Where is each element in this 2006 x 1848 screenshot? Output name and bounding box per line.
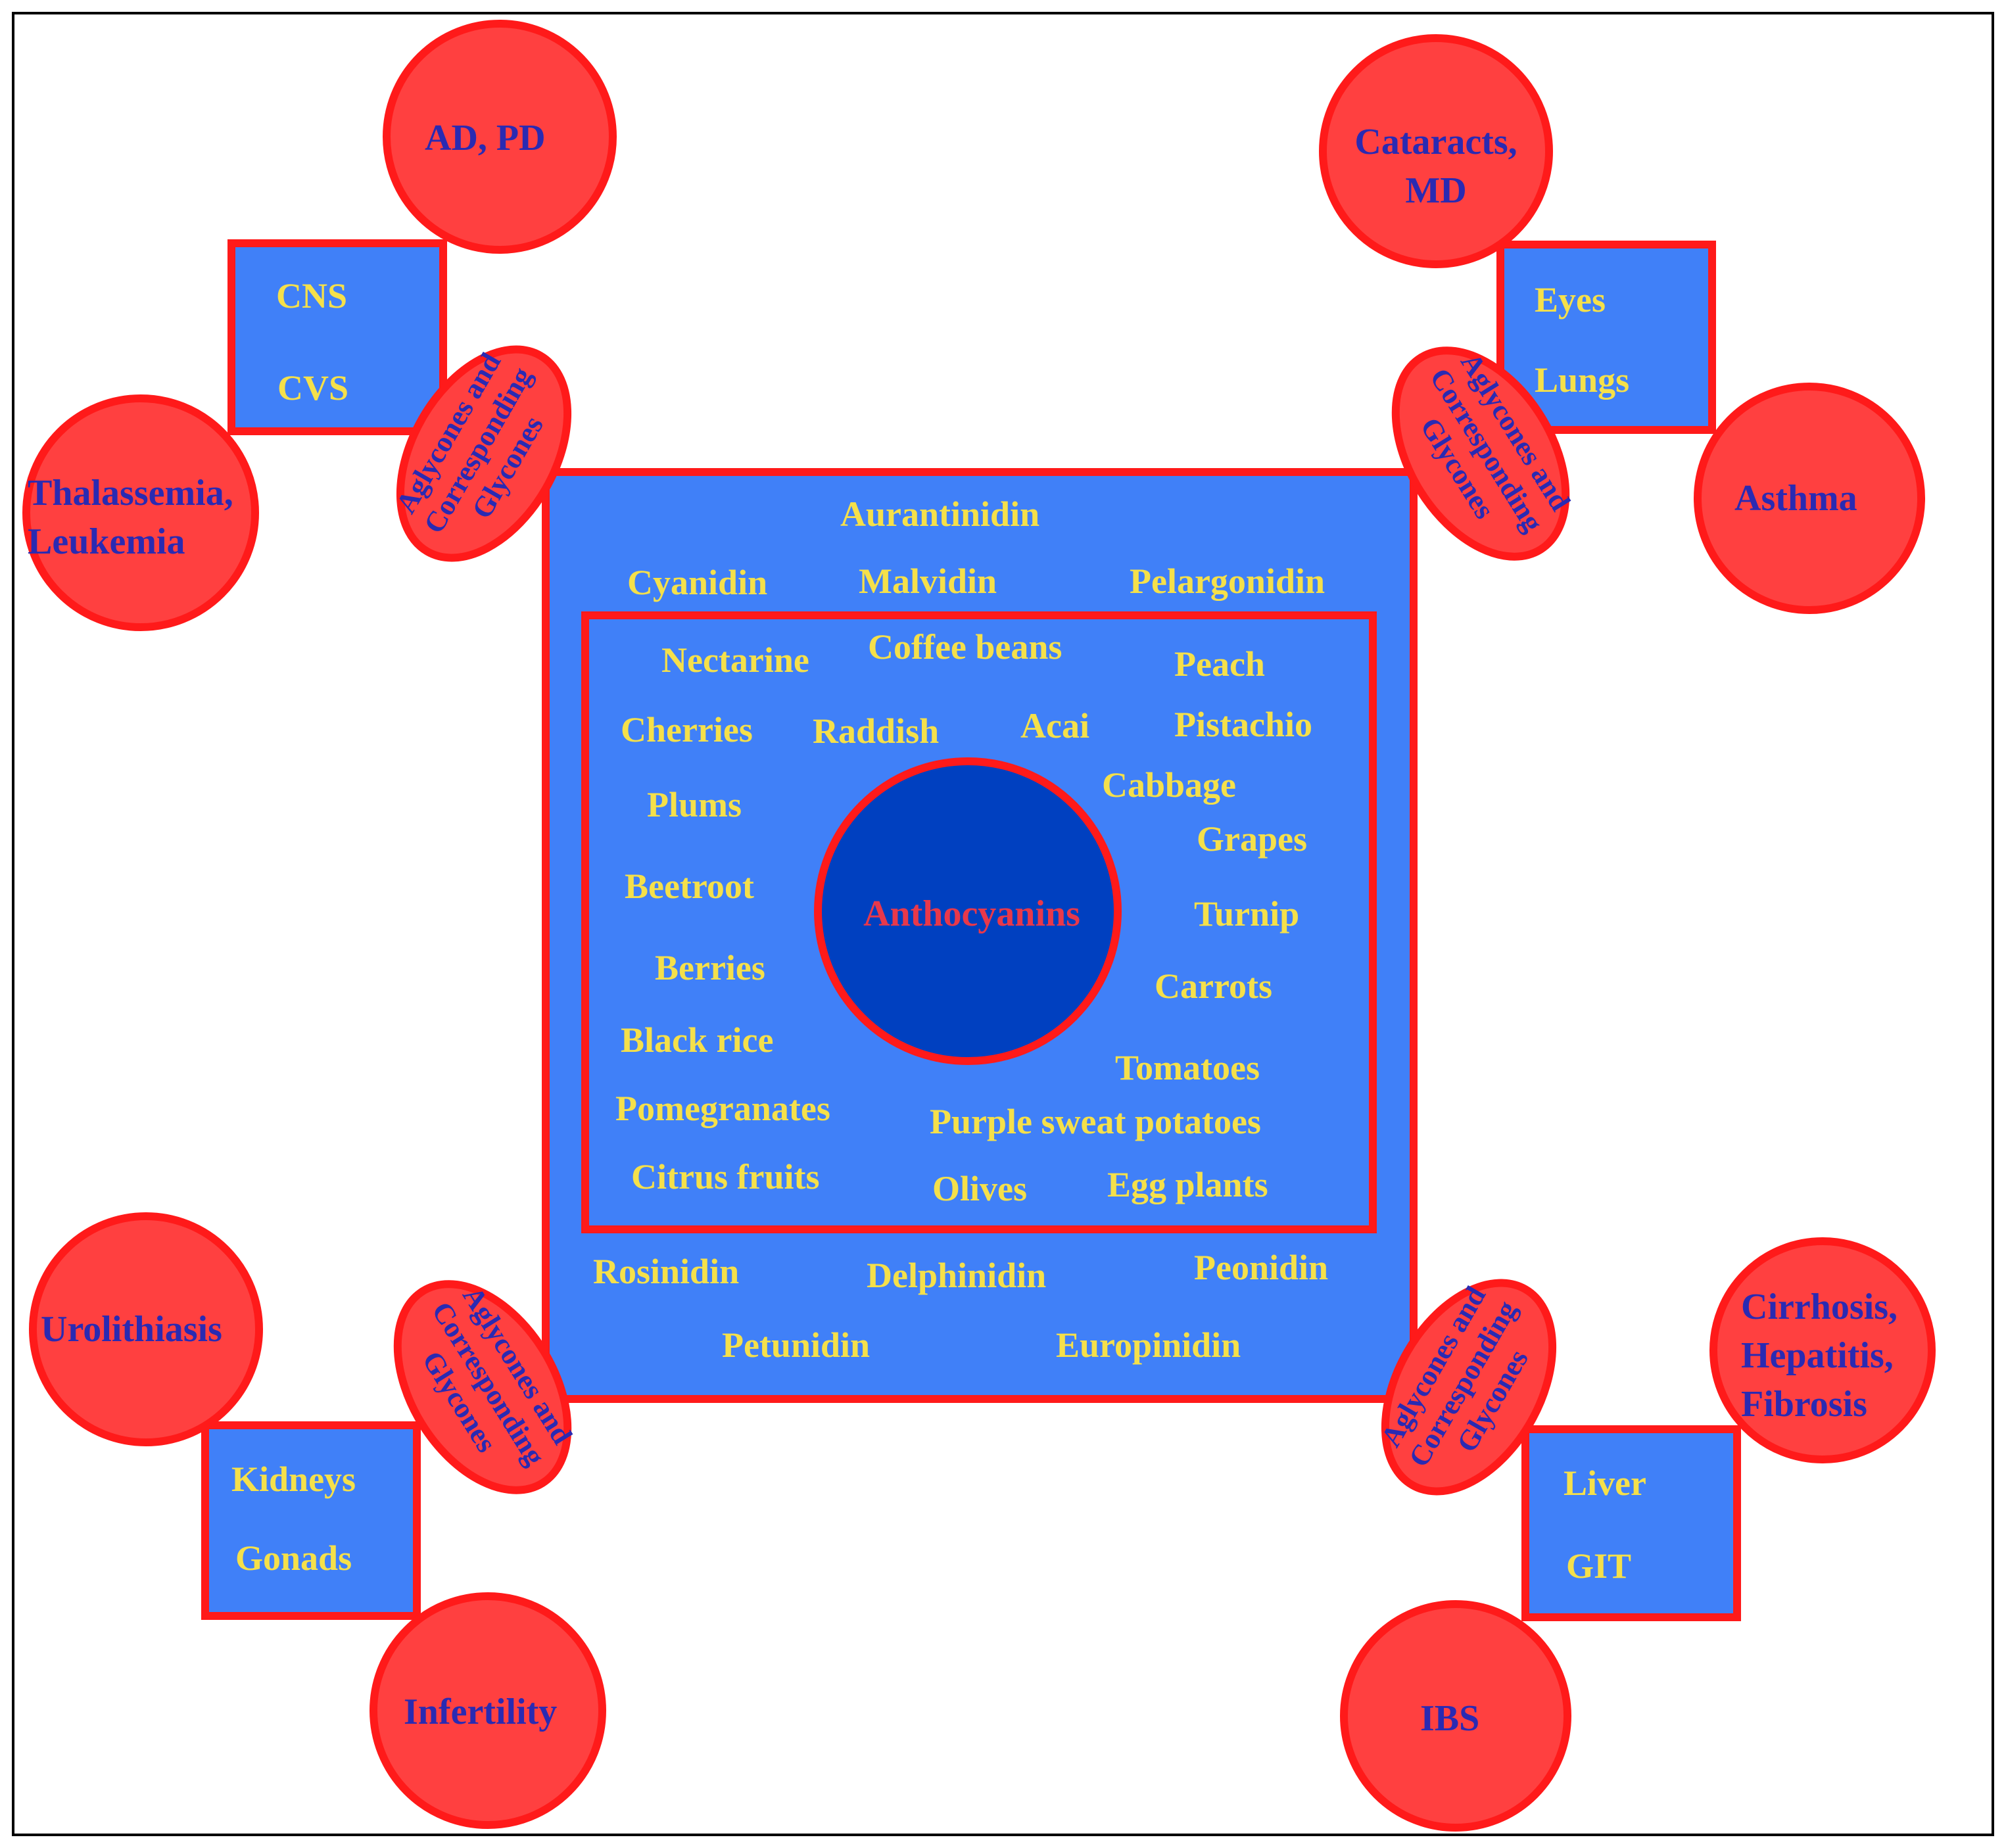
food-nectarine: Nectarine <box>661 640 809 680</box>
food-pistachio: Pistachio <box>1174 705 1312 744</box>
food-berries: Berries <box>655 948 765 987</box>
disease-cataracts-line-2: MD <box>1405 170 1466 211</box>
disease-ibs: IBS <box>1420 1698 1479 1739</box>
disease-infertility: Infertility <box>404 1692 557 1732</box>
organ-cns: CNS <box>276 276 347 316</box>
organ-git: GIT <box>1566 1546 1631 1586</box>
disease-circle-urolithiasis <box>29 1212 263 1446</box>
disease-circle-ad-pd <box>383 20 617 254</box>
ellipse-top-left: Aglycones and Corresponding Glycones <box>390 345 572 562</box>
food-cabbage: Cabbage <box>1102 765 1236 805</box>
food-peach: Peach <box>1174 644 1265 684</box>
food-black-rice: Black rice <box>621 1020 773 1060</box>
food-tomatoes: Tomatoes <box>1115 1048 1260 1087</box>
food-cherries: Cherries <box>621 710 753 749</box>
disease-circle-ibs <box>1340 1600 1571 1832</box>
disease-urolithiasis: Urolithiasis <box>41 1309 222 1350</box>
disease-cirrhosis-line-1: Cirrhosis, <box>1741 1287 1898 1327</box>
food-olives: Olives <box>932 1169 1027 1208</box>
food-coffee-beans: Coffee beans <box>868 627 1062 667</box>
outer-frame <box>12 12 1994 1836</box>
organ-liver: Liver <box>1564 1463 1646 1503</box>
organ-gonads: Gonads <box>235 1538 352 1578</box>
organ-cvs: CVS <box>277 368 348 408</box>
disease-circle-cirrhosis <box>1709 1237 1936 1463</box>
disease-cirrhosis-line-3: Fibrosis <box>1741 1384 1867 1425</box>
organ-box-top-right <box>1496 241 1716 434</box>
aglycone-delphinidin: Delphinidin <box>867 1256 1046 1295</box>
center-circle <box>814 757 1122 1065</box>
food-turnip: Turnip <box>1194 894 1299 934</box>
disease-thalassemia-line-2: Leukemia <box>28 521 185 562</box>
disease-ad-pd: AD, PD <box>425 118 546 158</box>
food-egg-plants: Egg plants <box>1107 1165 1268 1204</box>
food-grapes: Grapes <box>1197 819 1307 859</box>
food-acai: Acai <box>1020 706 1089 746</box>
ellipse-bottom-right: Aglycones and Corresponding Glycones <box>1375 1279 1557 1496</box>
organ-lungs: Lungs <box>1535 360 1629 400</box>
organ-box-bottom-right <box>1521 1425 1741 1621</box>
aglycone-europinidin: Europinidin <box>1056 1325 1241 1365</box>
food-carrots: Carrots <box>1155 966 1272 1006</box>
disease-circle-thalassemia <box>22 394 259 631</box>
food-pomegranates: Pomegranates <box>615 1089 830 1128</box>
food-citrus-fruits: Citrus fruits <box>631 1157 819 1196</box>
aglycone-peonidin: Peonidin <box>1194 1248 1328 1287</box>
food-purple-sweat-potatoes: Purple sweat potatoes <box>930 1102 1261 1141</box>
center-label: Anthocyanins <box>863 893 1080 934</box>
aglycone-petunidin: Petunidin <box>722 1325 870 1365</box>
aglycone-pelargonidin: Pelargonidin <box>1130 561 1325 601</box>
food-beetroot: Beetroot <box>625 866 754 906</box>
food-plums: Plums <box>647 785 742 824</box>
organ-box-top-left <box>227 239 447 435</box>
organ-box-bottom-left <box>201 1421 421 1620</box>
disease-cataracts-line-1: Cataracts, <box>1354 122 1517 162</box>
disease-circle-infertility <box>370 1592 606 1829</box>
disease-cirrhosis-line-2: Hepatitis, <box>1741 1335 1894 1376</box>
organ-kidneys: Kidneys <box>231 1459 356 1499</box>
disease-thalassemia-line-1: Thalassemia, <box>28 473 233 513</box>
organ-eyes: Eyes <box>1535 280 1606 320</box>
disease-asthma: Asthma <box>1734 478 1857 519</box>
disease-circle-cataracts <box>1319 34 1553 268</box>
aglycone-aurantinidin: Aurantinidin <box>840 494 1039 534</box>
aglycone-cyanidin: Cyanidin <box>627 563 767 602</box>
food-raddish: Raddish <box>813 711 939 751</box>
aglycone-malvidin: Malvidin <box>859 561 997 601</box>
disease-circle-asthma <box>1694 383 1925 614</box>
aglycone-rosinidin: Rosinidin <box>593 1252 739 1291</box>
